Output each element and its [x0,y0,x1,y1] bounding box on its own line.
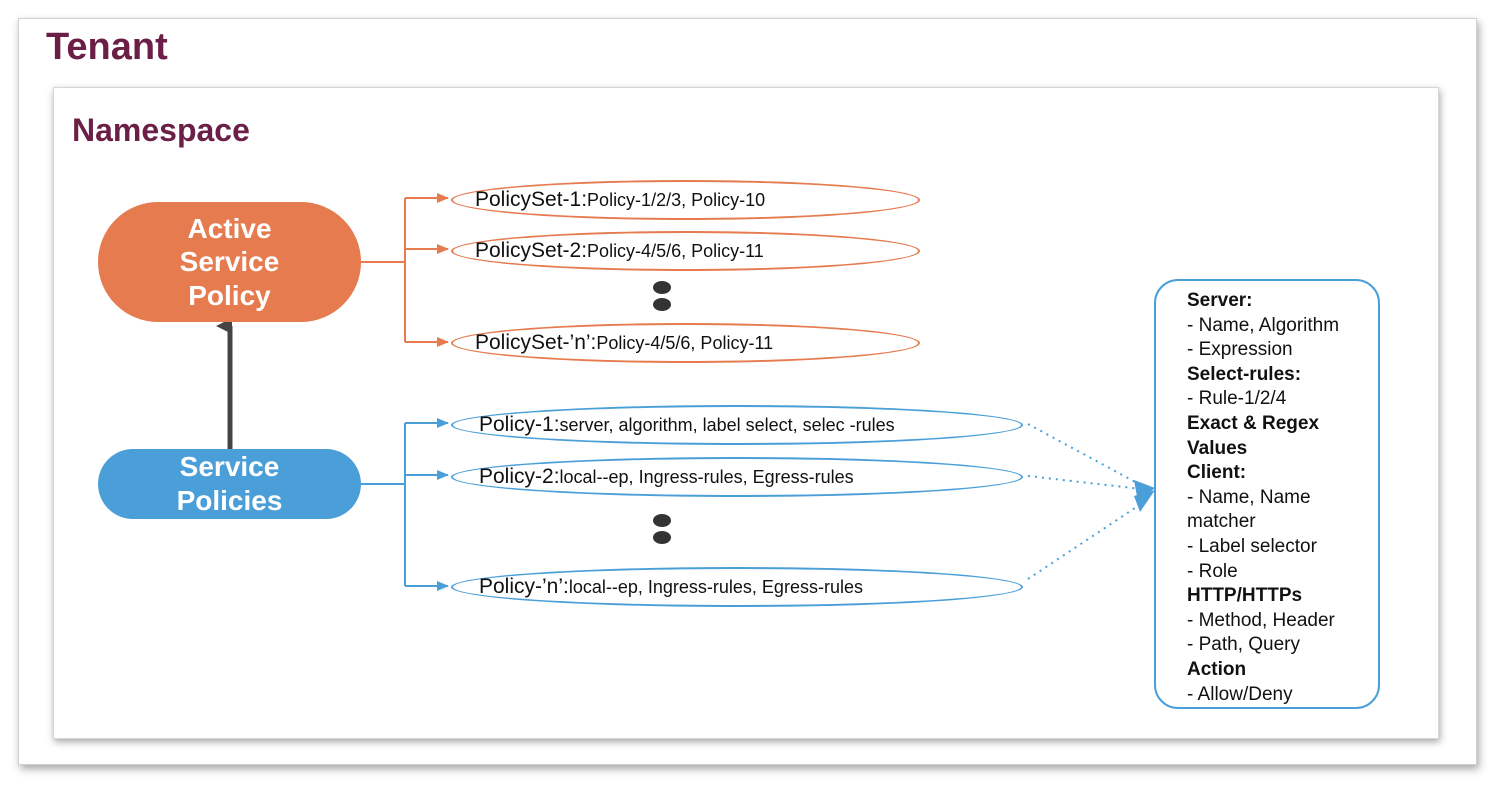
policyset-name: PolicySet-1: [475,188,588,211]
policyset-name: PolicySet-’n’: [475,331,597,354]
active-policy-connector [361,193,449,347]
policy-desc: server, algorithm, label select, selec -… [559,414,895,435]
active-service-policy-line: Active [187,212,272,244]
tenant-title: Tenant [46,26,168,68]
detail-item: - Expression [1187,339,1293,361]
detail-heading: HTTP/HTTPs [1187,585,1303,607]
detail-item: - Name, Algorithm [1187,314,1340,336]
detail-heading: Select-rules: [1187,363,1302,385]
policy-detail-box: Server: - Name, Algorithm - Expression S… [1154,279,1380,709]
policy-desc: local--ep, Ingress-rules, Egress-rules [559,466,854,487]
ellipsis-dot [653,281,671,294]
detail-item: - Label selector [1187,535,1317,557]
detail-heading: Action [1187,658,1247,680]
policyset-desc: Policy-1/2/3, Policy-10 [587,189,766,210]
detail-heading: Client: [1187,462,1247,484]
ellipsis-dot [653,514,671,527]
ellipsis-dot [653,298,671,311]
detail-item: - Method, Header [1187,609,1335,631]
detail-item: - Role [1187,560,1238,582]
policyset-desc: Policy-4/5/6, Policy-11 [587,240,764,261]
detail-item: - Allow/Deny [1187,683,1293,705]
policy-name: Policy-1: [479,413,560,436]
policy-oval: Policy-’n’: local--ep, Ingress-rules, Eg… [451,567,1023,607]
policyset-name: PolicySet-2: [475,239,588,262]
detail-dotted-connectors [1027,423,1155,580]
detail-item: - Rule-1/2/4 [1187,388,1287,410]
detail-item: - Path, Query [1187,634,1300,656]
service-policies-line: Service [179,451,280,483]
policy-desc: local--ep, Ingress-rules, Egress-rules [568,576,863,597]
active-service-policy-node: Active Service Policy [98,202,361,322]
ellipsis-dot [653,531,671,544]
service-policies-line: Policies [176,485,283,516]
policy-name: Policy-2: [479,465,560,488]
policyset-desc: Policy-4/5/6, Policy-11 [596,332,774,353]
detail-heading: Server: [1187,290,1253,311]
namespace-title: Namespace [72,112,250,148]
active-service-policy-line: Policy [188,279,271,311]
service-policies-connector [361,418,449,591]
policyset-oval: PolicySet-1: Policy-1/2/3, Policy-10 [451,180,920,220]
policyset-oval: PolicySet-2: Policy-4/5/6, Policy-11 [451,231,920,271]
active-service-policy-line: Service [179,246,280,278]
policyset-oval: PolicySet-’n’: Policy-4/5/6, Policy-11 [451,323,920,363]
policy-oval: Policy-2: local--ep, Ingress-rules, Egre… [451,457,1023,497]
detail-item: matcher [1187,511,1256,533]
detail-item: - Name, Name [1187,486,1311,508]
policy-oval: Policy-1: server, algorithm, label selec… [451,405,1023,445]
service-policies-node: Service Policies [98,449,361,519]
policy-name: Policy-’n’: [479,575,569,598]
detail-heading: Values [1187,437,1248,459]
detail-heading: Exact & Regex [1187,412,1320,434]
